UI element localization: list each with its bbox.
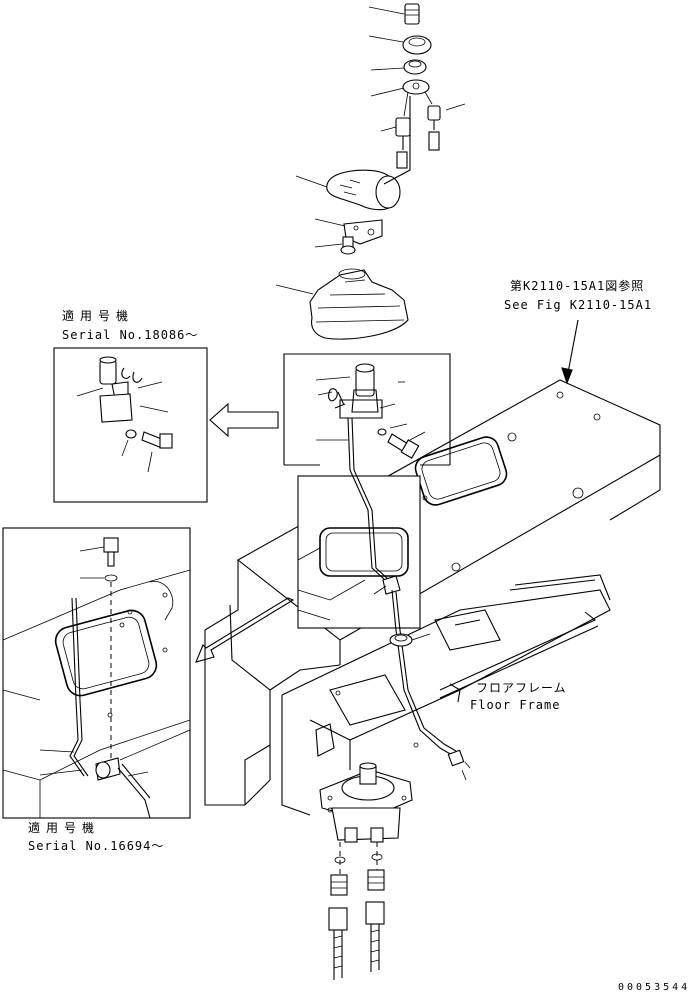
inset-left-applicable-label: 適用号機 (28, 820, 100, 835)
inset-left (2, 527, 191, 819)
reference-label-jp: 第K2110-15A1図参照 (510, 278, 644, 293)
inset-top-applicable-label: 適用号機 (62, 308, 134, 323)
arrow-to-top-inset (209, 402, 279, 438)
floor-frame-label-en: Floor Frame (470, 698, 560, 712)
zoom-box-center (297, 475, 421, 629)
floor-frame-body (204, 379, 661, 816)
pilot-valve-assembly (319, 575, 471, 980)
reference-label-en: See Fig K2110-15A1 (504, 298, 652, 312)
exploded-parts-stack (275, 3, 466, 340)
inset-top-serial-label: Serial No.18086～ (62, 328, 198, 342)
drawing-number: 00053544 (618, 982, 690, 993)
floor-frame-label-jp: フロアフレーム (476, 681, 567, 695)
inset-left-serial-label: Serial No.16694～ (28, 839, 164, 853)
reference-arrow (561, 319, 579, 385)
lever-assembly-box (283, 353, 451, 581)
arrow-to-left-inset (195, 597, 295, 663)
inset-top (53, 347, 208, 503)
